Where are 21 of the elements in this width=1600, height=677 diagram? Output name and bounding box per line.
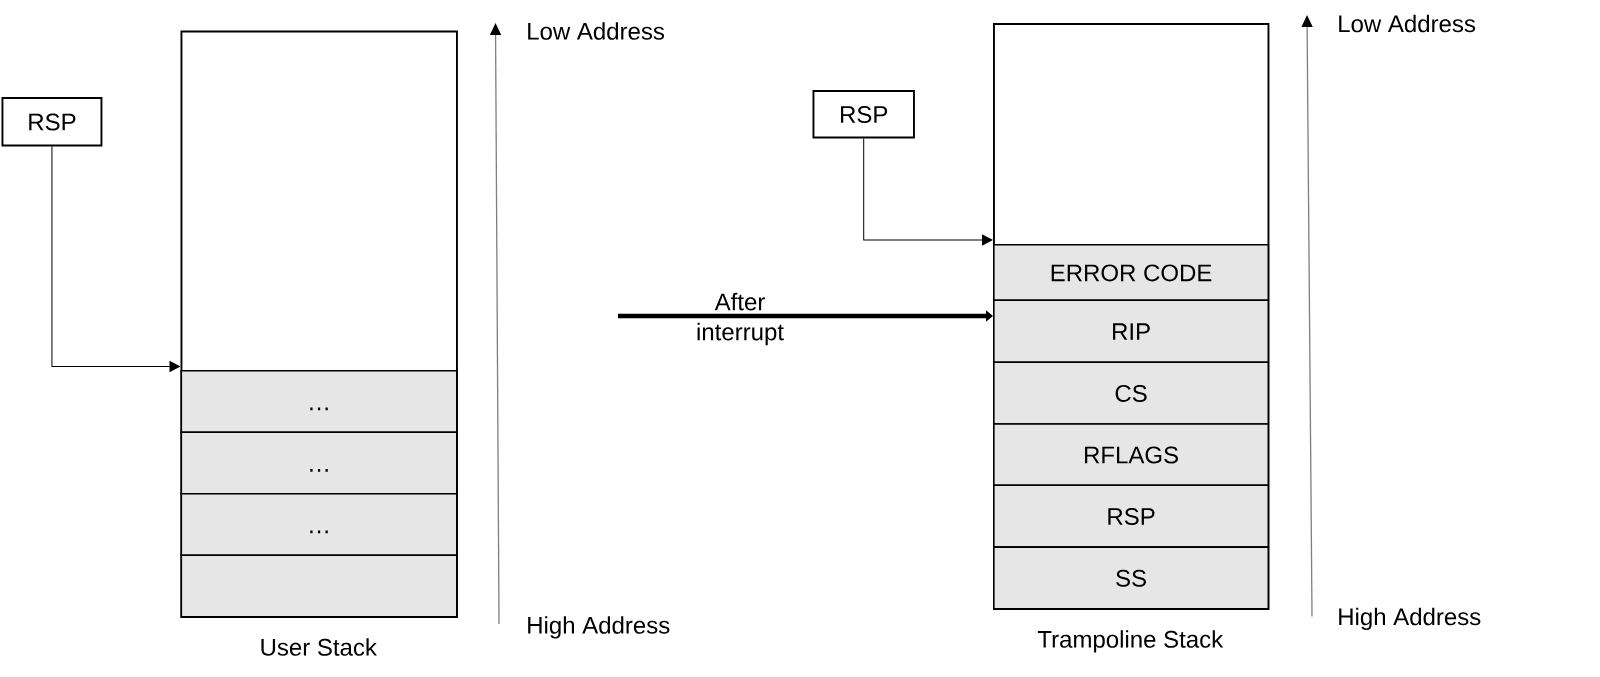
stack-slot: … (180, 431, 458, 495)
stack-caption: Trampoline Stack (1037, 630, 1224, 653)
stack-slot: RFLAGS (993, 423, 1270, 487)
register-box: RSP (812, 90, 915, 139)
pointer-arrow (51, 145, 180, 372)
pointer-arrow (863, 137, 993, 246)
stack-slot: ERROR CODE (993, 244, 1270, 302)
stack-caption: User Stack (261, 638, 377, 656)
stack-slot: CS (993, 361, 1270, 425)
stack-slot: … (180, 493, 458, 557)
stack-slot (180, 554, 458, 618)
address-label: High Address (528, 616, 670, 639)
stack-slot: … (180, 370, 458, 434)
stack-slot: RIP (993, 299, 1270, 363)
address-label: Low Address (1339, 14, 1476, 33)
stack-slot: RSP (993, 484, 1270, 548)
address-label: High Address (1339, 607, 1481, 631)
address-label: Low Address (528, 22, 665, 40)
edge-label: After interrupt (697, 292, 784, 346)
register-box: RSP (1, 97, 103, 147)
stack-slot: SS (993, 546, 1270, 610)
